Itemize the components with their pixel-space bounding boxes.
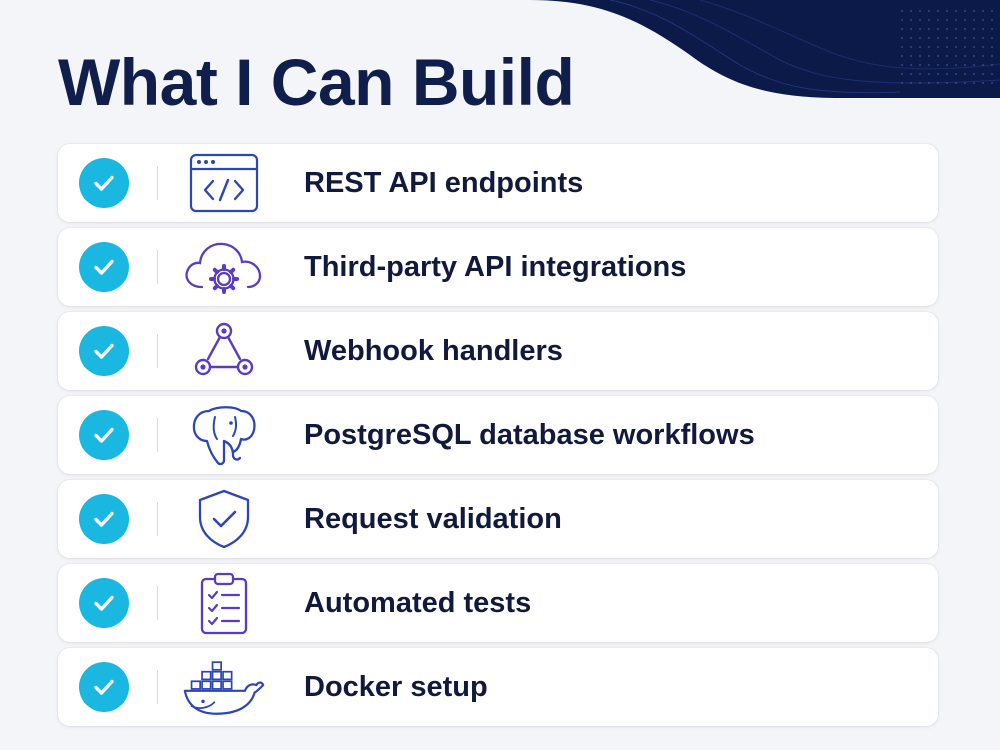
row-divider	[157, 334, 158, 368]
feature-label: REST API endpoints	[304, 166, 584, 199]
cloud-gear-icon	[182, 235, 266, 299]
feature-label: Third-party API integrations	[304, 250, 687, 283]
check-icon	[79, 242, 129, 292]
check-icon	[79, 410, 129, 460]
feature-label: Automated tests	[304, 586, 532, 619]
check-icon	[79, 158, 129, 208]
row-divider	[157, 586, 158, 620]
row-divider	[157, 502, 158, 536]
feature-label: PostgreSQL database workflows	[304, 418, 755, 451]
feature-list: REST API endpoints	[58, 144, 938, 732]
check-icon	[79, 494, 129, 544]
feature-row-rest-api: REST API endpoints	[58, 144, 938, 222]
feature-row-request-validation: Request validation	[58, 480, 938, 558]
code-window-icon	[182, 151, 266, 215]
page-title: What I Can Build	[58, 45, 575, 119]
check-icon	[79, 662, 129, 712]
row-divider	[157, 670, 158, 704]
check-icon	[79, 578, 129, 628]
row-divider	[157, 250, 158, 284]
feature-row-api-integrations: Third-party API integrations	[58, 228, 938, 306]
checklist-clipboard-icon	[182, 571, 266, 635]
docker-whale-icon	[182, 655, 266, 719]
postgresql-elephant-icon	[182, 403, 266, 467]
webhook-icon	[182, 319, 266, 383]
check-icon	[79, 326, 129, 376]
row-divider	[157, 166, 158, 200]
row-divider	[157, 418, 158, 452]
feature-row-automated-tests: Automated tests	[58, 564, 938, 642]
feature-label: Docker setup	[304, 670, 488, 703]
feature-row-docker: Docker setup	[58, 648, 938, 726]
feature-label: Webhook handlers	[304, 334, 563, 367]
shield-check-icon	[182, 487, 266, 551]
feature-row-postgresql: PostgreSQL database workflows	[58, 396, 938, 474]
header-wave-decoration	[530, 0, 1000, 98]
feature-label: Request validation	[304, 502, 562, 535]
feature-row-webhooks: Webhook handlers	[58, 312, 938, 390]
